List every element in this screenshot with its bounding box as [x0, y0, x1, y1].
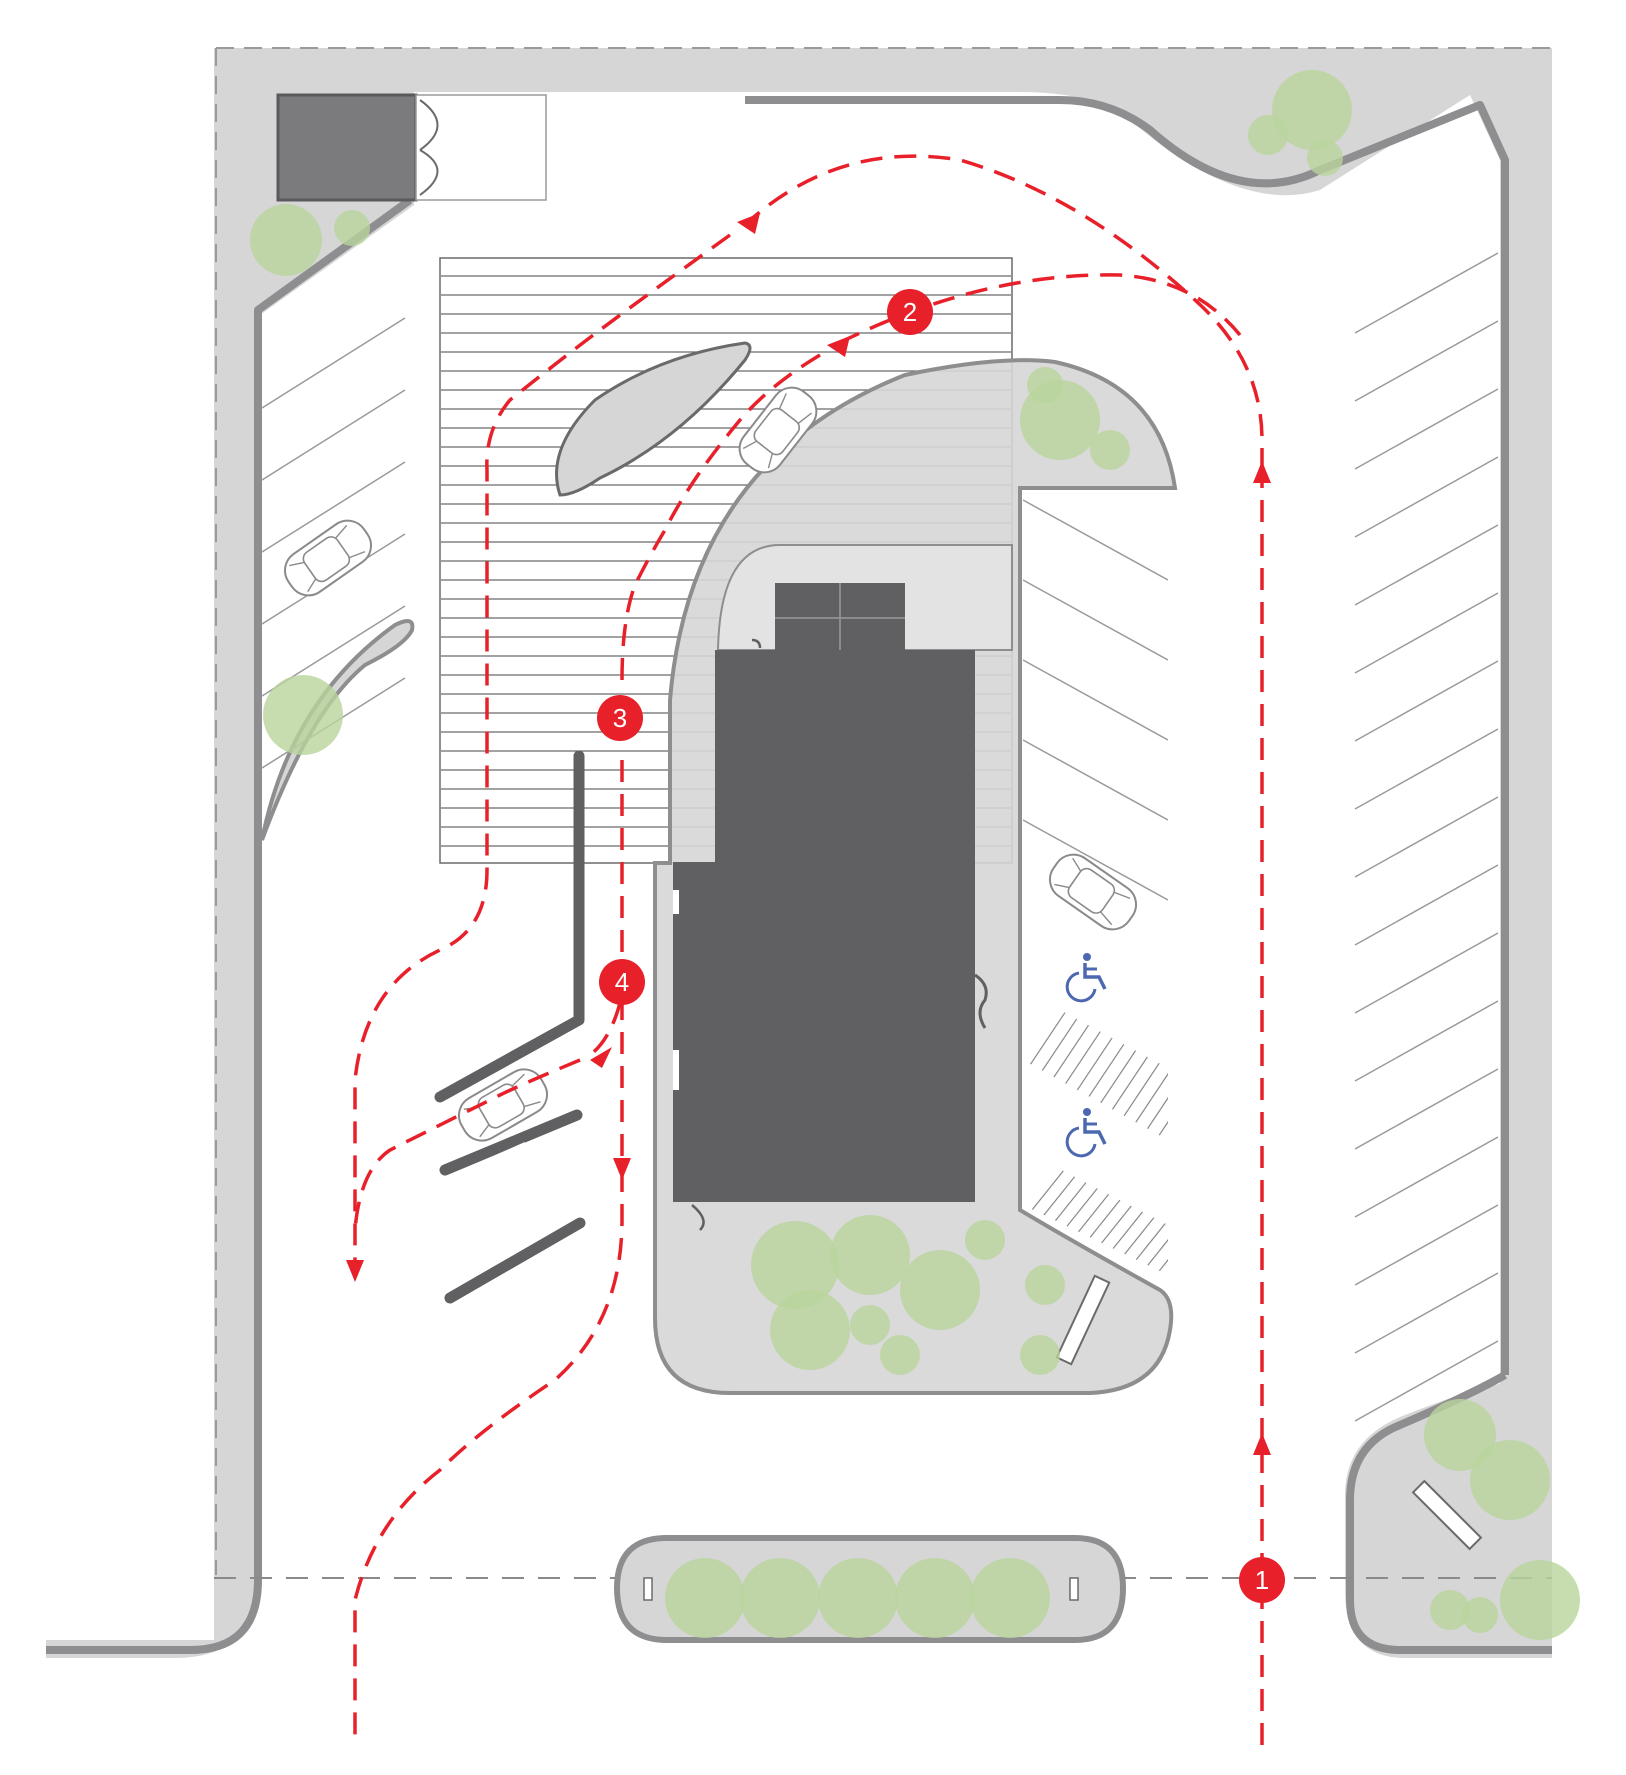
tree-canopy — [334, 210, 370, 246]
tree-canopy — [1027, 367, 1063, 403]
tree-canopy — [970, 1558, 1050, 1638]
stall-line — [1354, 1204, 1499, 1286]
tree-canopy — [740, 1558, 820, 1638]
tree-canopy — [665, 1558, 745, 1638]
stall-line — [1354, 1068, 1499, 1150]
route-marker-3: 3 — [597, 695, 643, 741]
hatch-line — [1188, 1150, 1288, 1275]
stall-line — [1354, 660, 1499, 742]
tree-canopy — [965, 1220, 1005, 1260]
parking-stalls — [261, 252, 1499, 1422]
svg-text:1: 1 — [1255, 1565, 1269, 1595]
stall-line — [1354, 1272, 1499, 1354]
stall-line — [1354, 728, 1499, 810]
stall-line — [1354, 388, 1499, 470]
tree-canopy — [850, 1305, 890, 1345]
tree-canopy — [250, 204, 322, 276]
hatch-line — [1155, 990, 1168, 1140]
tree-canopy — [770, 1290, 850, 1370]
stall-line — [1022, 499, 1169, 581]
tree-canopy — [1307, 140, 1343, 176]
tree-icon — [250, 70, 1580, 1640]
stall-line — [1022, 579, 1169, 661]
stall-line — [1354, 796, 1499, 878]
tree-canopy — [895, 1558, 975, 1638]
tree-canopy — [1025, 1265, 1065, 1305]
tree-canopy — [751, 1221, 839, 1309]
drive-thru-islands — [434, 750, 586, 1304]
hatch-line — [1091, 1150, 1168, 1275]
tree-canopy — [1424, 1399, 1496, 1471]
stall-line — [261, 389, 406, 481]
stall-line — [1354, 456, 1499, 538]
arrowhead-icon — [346, 213, 1271, 1455]
stall-line — [1354, 252, 1499, 334]
tree-canopy — [1470, 1440, 1550, 1520]
hatch-line — [1075, 990, 1168, 1140]
tree-canopy — [1020, 1335, 1060, 1375]
hatch-line — [1123, 1150, 1168, 1275]
stall-line — [1354, 932, 1499, 1014]
hatch-line — [1107, 990, 1168, 1140]
stall-line — [1354, 524, 1499, 606]
hatch-line — [1123, 990, 1168, 1140]
tree-canopy — [1090, 430, 1130, 470]
tree-canopy — [1248, 115, 1288, 155]
hatch-line — [1172, 990, 1272, 1140]
stall-line — [261, 461, 406, 553]
tree-canopy — [263, 675, 343, 755]
store-building — [673, 583, 988, 1231]
hatch-line — [1139, 1150, 1168, 1275]
tree-canopy — [900, 1250, 980, 1330]
hatch-line — [1188, 990, 1288, 1140]
tree-canopy — [1430, 1590, 1470, 1630]
route-marker-4: 4 — [599, 959, 645, 1005]
route-marker-2: 2 — [887, 289, 933, 335]
stall-line — [1354, 1000, 1499, 1082]
stall-line — [261, 317, 406, 409]
hatch-line — [1023, 990, 1113, 1140]
tree-canopy — [1272, 70, 1352, 150]
wheelchair-icon — [1065, 951, 1107, 1158]
stall-line — [1354, 1136, 1499, 1218]
hatch-line — [1107, 1150, 1168, 1275]
east-corner-curb — [1346, 1371, 1552, 1654]
tree-canopy — [1500, 1560, 1580, 1640]
stall-line — [1022, 659, 1169, 741]
bench-icon — [1055, 1274, 1483, 1551]
canopy-island — [555, 341, 752, 497]
svg-text:2: 2 — [903, 297, 917, 327]
stall-line — [1354, 320, 1499, 402]
north-curb — [745, 96, 1509, 1375]
hatch-line — [1155, 1150, 1168, 1275]
circulation-route — [353, 154, 1264, 1745]
west-curb — [46, 196, 413, 1654]
trash-enclosure — [276, 93, 547, 202]
tree-canopy — [1462, 1597, 1498, 1633]
tree-canopy — [818, 1558, 898, 1638]
stall-line — [1022, 819, 1169, 901]
stall-line — [1022, 739, 1169, 821]
svg-text:3: 3 — [613, 703, 627, 733]
hatch-line — [1043, 990, 1145, 1140]
stall-line — [1354, 864, 1499, 946]
hatch-line — [1027, 990, 1129, 1140]
stall-line — [1354, 592, 1499, 674]
stall-line — [1354, 1340, 1499, 1422]
hatch-line — [1059, 990, 1161, 1140]
route-marker-1: 1 — [1239, 1557, 1285, 1603]
svg-text:4: 4 — [615, 967, 629, 997]
tree-canopy — [880, 1335, 920, 1375]
hatch-line — [1172, 1150, 1272, 1275]
tree-canopy — [830, 1215, 910, 1295]
hatch-line — [1091, 990, 1168, 1140]
hatch-line — [1139, 990, 1168, 1140]
